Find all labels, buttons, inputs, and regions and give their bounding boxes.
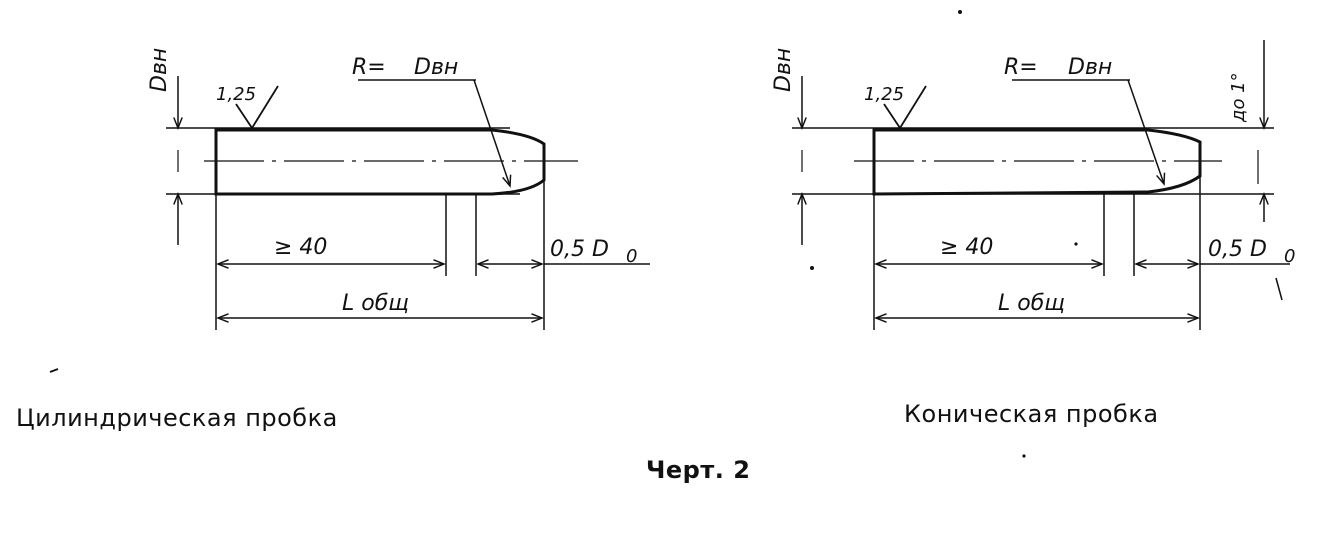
tip-length-label: 0,5 D	[1208, 237, 1267, 262]
conical-plug-drawing	[792, 40, 1290, 330]
total-length-label: L общ	[342, 291, 409, 316]
radius-leader	[473, 79, 512, 188]
roughness-sign	[883, 85, 927, 130]
radius-label: R=	[352, 55, 386, 80]
stray-mark	[1275, 277, 1283, 301]
diameter-label: Dвн	[771, 48, 796, 92]
roughness-label: 1,25	[216, 84, 256, 105]
plug-body-outline	[872, 128, 1202, 196]
conical-plug-labels: Dвн 1,25 R= Dвн ≥ 40 0,5 D 0 L общ до 1°	[771, 48, 1295, 316]
caption-cylindrical-plug: Цилиндрическая пробка	[16, 404, 338, 432]
length-min-label: ≥ 40	[274, 235, 327, 260]
radius-value: Dвн	[1068, 55, 1112, 80]
scan-speckles	[49, 10, 1078, 458]
roughness-label: 1,25	[864, 84, 904, 105]
total-length-label: L общ	[998, 291, 1065, 316]
cylindrical-plug-labels: Dвн 1,25 R= Dвн ≥ 40 0,5 D 0 L общ	[147, 48, 637, 316]
figure-title: Черт. 2	[646, 456, 751, 484]
radius-label: R=	[1004, 55, 1038, 80]
tip-length-sub: 0	[626, 246, 637, 267]
roughness-sign	[235, 85, 279, 130]
caption-conical-plug: Коническая пробка	[904, 400, 1159, 428]
radius-value: Dвн	[414, 55, 458, 80]
length-min-label: ≥ 40	[940, 235, 993, 260]
tip-length-label: 0,5 D	[550, 237, 609, 262]
cylindrical-plug-drawing	[166, 76, 650, 330]
radius-leader	[1127, 79, 1166, 186]
tip-length-sub: 0	[1284, 246, 1295, 267]
diameter-label: Dвн	[147, 48, 172, 92]
taper-label: до 1°	[1228, 72, 1249, 123]
